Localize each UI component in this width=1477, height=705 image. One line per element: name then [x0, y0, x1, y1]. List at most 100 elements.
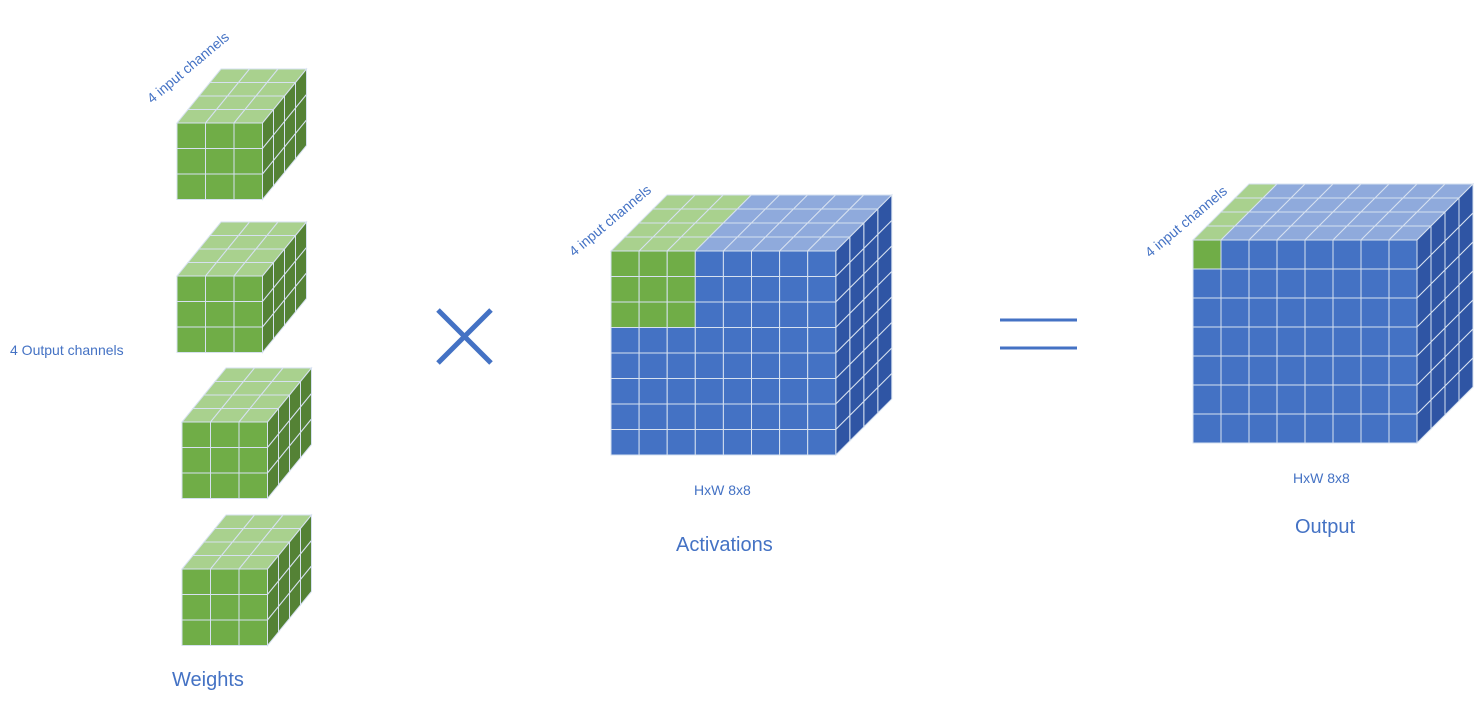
front-cell	[1276, 326, 1306, 357]
front-cell	[751, 276, 781, 303]
front-cell	[1360, 326, 1390, 357]
activations-cube	[609, 193, 894, 457]
front-cell	[205, 173, 235, 200]
front-cell	[1304, 326, 1334, 357]
front-cell	[176, 122, 206, 149]
front-cell	[638, 327, 668, 354]
front-cell	[807, 352, 837, 379]
front-cell	[807, 250, 837, 277]
front-cell	[238, 619, 268, 646]
front-cell	[751, 378, 781, 405]
front-cell	[1276, 268, 1306, 299]
front-cell	[751, 301, 781, 328]
front-cell	[1360, 268, 1390, 299]
front-cell	[1360, 384, 1390, 415]
front-cell	[638, 378, 668, 405]
front-cell	[722, 352, 752, 379]
front-cell	[722, 301, 752, 328]
output-size-label: HxW 8x8	[1293, 470, 1350, 486]
front-cell	[1220, 326, 1250, 357]
front-cell	[1192, 384, 1222, 415]
front-cell	[210, 472, 240, 499]
front-cell	[1360, 297, 1390, 328]
front-cell	[694, 352, 724, 379]
front-cell	[751, 250, 781, 277]
front-cell	[176, 301, 206, 328]
front-cell	[694, 301, 724, 328]
front-cell	[1192, 268, 1222, 299]
front-cell	[779, 276, 809, 303]
front-cell	[1304, 384, 1334, 415]
front-cell	[638, 250, 668, 277]
front-cell	[638, 352, 668, 379]
front-cell	[1360, 413, 1390, 444]
front-cell	[722, 429, 752, 456]
weight-filter-2	[175, 220, 308, 354]
front-cell	[694, 378, 724, 405]
front-cell	[694, 429, 724, 456]
front-cell	[1332, 355, 1362, 386]
front-cell	[638, 429, 668, 456]
equals-icon	[1000, 318, 1077, 350]
front-cell	[210, 421, 240, 448]
front-cell	[1388, 268, 1418, 299]
front-cell	[1332, 268, 1362, 299]
front-cell	[751, 403, 781, 430]
front-cell	[807, 276, 837, 303]
front-cell	[610, 250, 640, 277]
front-cell	[638, 301, 668, 328]
front-cell	[1360, 239, 1390, 270]
front-cell	[181, 568, 211, 595]
front-cell	[1220, 239, 1250, 270]
front-cell	[722, 250, 752, 277]
front-cell	[1304, 239, 1334, 270]
front-cell	[1276, 384, 1306, 415]
front-cell	[751, 429, 781, 456]
front-cell	[1192, 355, 1222, 386]
front-cell	[181, 619, 211, 646]
front-cell	[1276, 239, 1306, 270]
front-cell	[610, 327, 640, 354]
front-cell	[1304, 355, 1334, 386]
front-cell	[666, 429, 696, 456]
output-title: Output	[1295, 516, 1355, 538]
front-cell	[694, 327, 724, 354]
front-cell	[205, 122, 235, 149]
front-cell	[210, 619, 240, 646]
front-cell	[176, 275, 206, 302]
front-cell	[238, 447, 268, 474]
front-cell	[1248, 297, 1278, 328]
front-cell	[233, 122, 263, 149]
front-cell	[779, 352, 809, 379]
output-group: 4 input channels HxW 8x8 Output	[1142, 182, 1475, 538]
front-cell	[176, 173, 206, 200]
output-cube	[1191, 182, 1475, 445]
front-cell	[1220, 413, 1250, 444]
front-cell	[1276, 297, 1306, 328]
front-cell	[181, 447, 211, 474]
front-cell	[238, 421, 268, 448]
front-cell	[1388, 297, 1418, 328]
front-cell	[1248, 413, 1278, 444]
front-cell	[181, 594, 211, 621]
front-cell	[1332, 239, 1362, 270]
front-cell	[1332, 326, 1362, 357]
front-cell	[666, 352, 696, 379]
front-cell	[807, 327, 837, 354]
front-cell	[666, 276, 696, 303]
front-cell	[210, 568, 240, 595]
front-cell	[666, 301, 696, 328]
front-cell	[807, 378, 837, 405]
front-cell	[610, 429, 640, 456]
front-cell	[1304, 413, 1334, 444]
front-cell	[779, 403, 809, 430]
front-cell	[638, 276, 668, 303]
front-cell	[751, 327, 781, 354]
front-cell	[1360, 355, 1390, 386]
front-cell	[610, 276, 640, 303]
front-cell	[1388, 355, 1418, 386]
front-cell	[1220, 384, 1250, 415]
front-cell	[1248, 268, 1278, 299]
front-cell	[176, 326, 206, 353]
front-cell	[1220, 268, 1250, 299]
